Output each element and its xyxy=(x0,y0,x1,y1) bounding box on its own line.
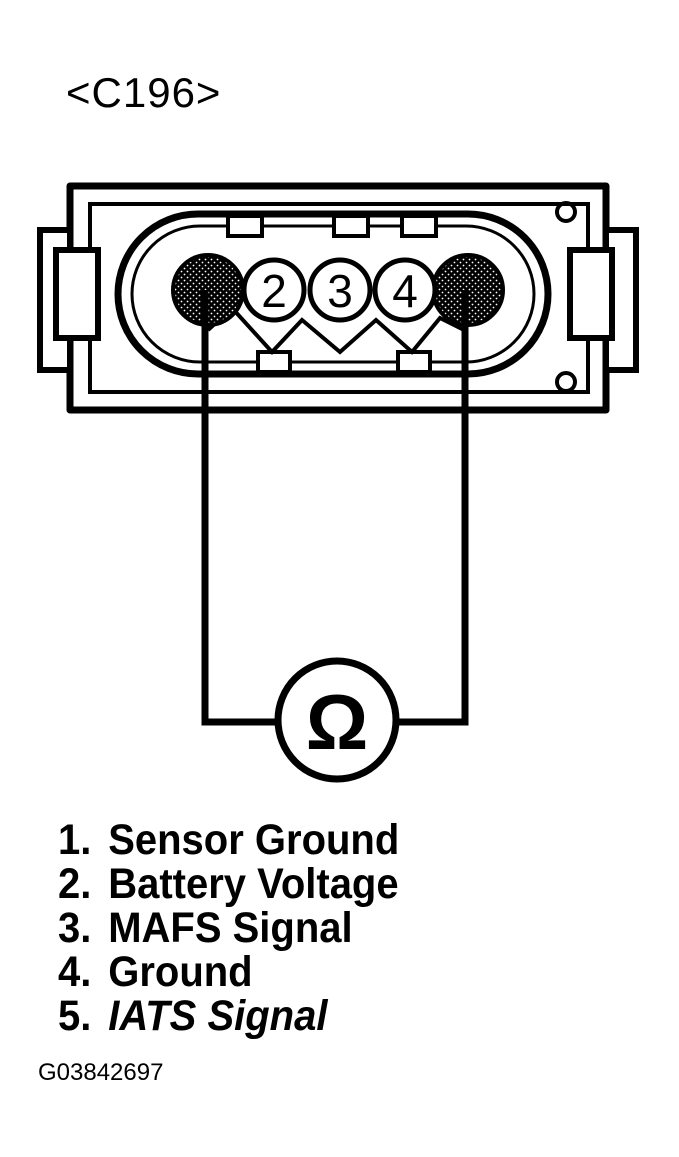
key-tab-top-mid xyxy=(332,214,370,238)
pin-legend: 1. Sensor Ground 2. Battery Voltage 3. M… xyxy=(58,818,425,1038)
pin-4: 4 xyxy=(372,257,438,323)
key-tab-top-left xyxy=(226,214,264,238)
left-latch xyxy=(37,227,101,373)
pin-4-label: 4 xyxy=(392,265,418,317)
key-tab-top-right xyxy=(400,214,438,238)
legend-item: 4. Ground xyxy=(58,950,399,994)
legend-item: 3. MAFS Signal xyxy=(58,906,399,950)
ohmmeter: Ω xyxy=(274,657,400,783)
pin-2: 2 xyxy=(241,257,307,323)
legend-item-number: 2. xyxy=(58,860,92,908)
pin-zigzag xyxy=(206,305,465,355)
legend-item: 2. Battery Voltage xyxy=(58,862,399,906)
legend-item-text: Ground xyxy=(108,948,253,996)
test-lead-left xyxy=(201,290,280,726)
legend-item-text: Battery Voltage xyxy=(108,860,399,908)
connector-id-label: <C196> xyxy=(66,69,222,116)
legend-item-text: IATS Signal xyxy=(108,992,328,1040)
pin-2-label: 2 xyxy=(261,265,287,317)
mounting-hole-top xyxy=(555,201,577,223)
mounting-hole-bottom xyxy=(555,371,577,393)
legend-item-number: 4. xyxy=(58,948,92,996)
key-tab-bottom-left xyxy=(256,350,292,374)
legend-item-number: 3. xyxy=(58,904,92,952)
legend-item-text: MAFS Signal xyxy=(108,904,353,952)
legend-item-text: Sensor Ground xyxy=(108,816,400,864)
pin-3: 3 xyxy=(307,257,373,323)
figure-code: G03842697 xyxy=(38,1059,164,1086)
key-tab-bottom-right xyxy=(396,350,432,374)
legend-item: 5. IATS Signal xyxy=(58,994,399,1038)
legend-item: 1. Sensor Ground xyxy=(58,818,399,862)
right-latch xyxy=(567,227,639,373)
legend-item-number: 5. xyxy=(58,992,92,1040)
test-lead-right xyxy=(395,290,469,726)
pin-3-label: 3 xyxy=(327,265,353,317)
legend-item-number: 1. xyxy=(58,816,92,864)
ohmmeter-icon: Ω xyxy=(306,678,369,766)
